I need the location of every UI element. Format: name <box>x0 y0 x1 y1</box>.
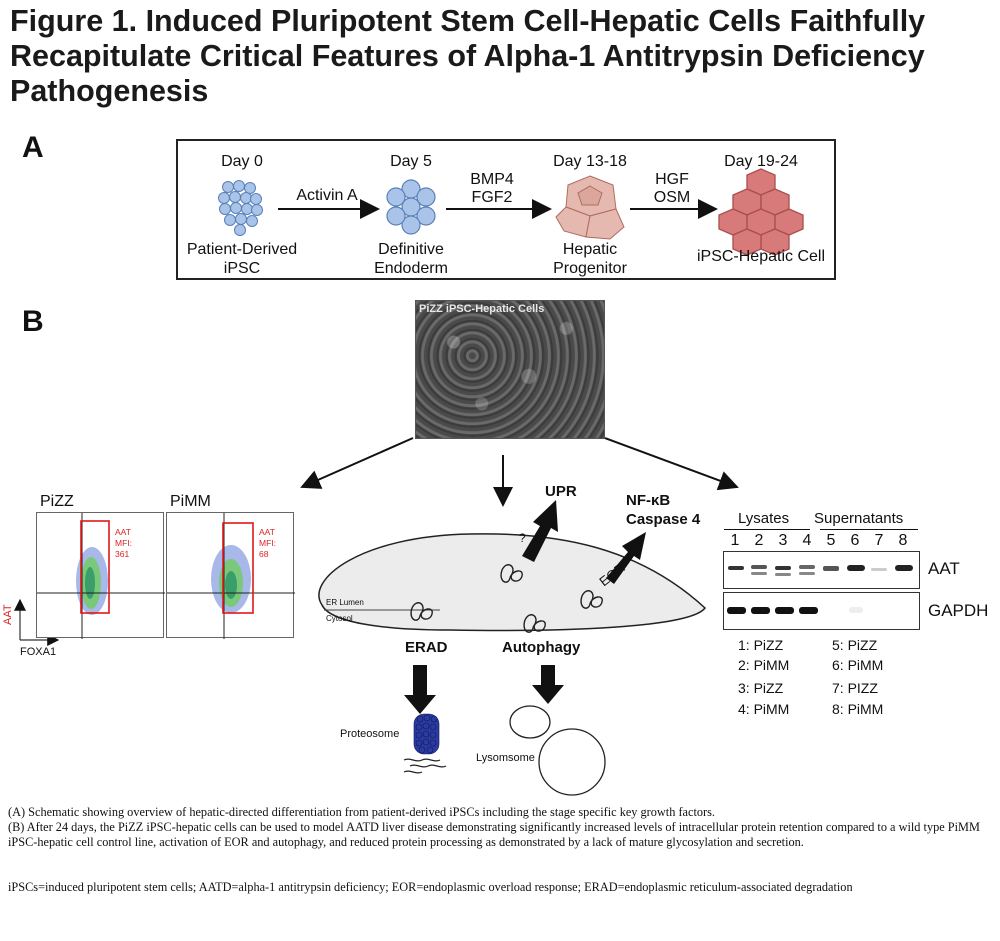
arrow-to-flow <box>300 437 414 489</box>
stage-day: Day 0 <box>221 153 263 170</box>
mfi-label: AAT <box>115 527 131 537</box>
factor-label: HGF <box>655 171 689 188</box>
nfkb-label: NF-κB <box>626 492 671 509</box>
micrograph: PiZZ iPSC-Hepatic Cells <box>415 300 605 439</box>
lane-number: 8 <box>898 532 908 549</box>
stage-label: Definitive <box>378 241 444 258</box>
blot-legend-item: 7: PIZZ <box>832 680 878 696</box>
panel-a-letter: A <box>22 131 44 164</box>
blot-legend-item: 1: PiZZ <box>738 637 784 653</box>
erad-arrow <box>404 665 436 714</box>
caption-b: (B) After 24 days, the PiZZ iPSC-hepatic… <box>8 820 980 849</box>
flow-title-pimm: PiMM <box>170 493 211 510</box>
supernatants-label: Supernatants <box>814 510 904 527</box>
blot-legend-item: 6: PiMM <box>832 657 884 673</box>
flow-density-pimm <box>167 513 295 639</box>
lane-numbers: 1 2 3 4 5 6 7 8 <box>723 532 923 550</box>
lane-number: 4 <box>802 532 812 549</box>
differentiation-schematic: Day 0 Patient-Derived iPSC Day 5 Definit… <box>176 139 836 280</box>
autophagy-label: Autophagy <box>502 639 581 656</box>
lane-number: 5 <box>826 532 836 549</box>
question-label: ? <box>519 531 526 545</box>
mfi-value: 361 <box>115 549 130 559</box>
er-lumen-label: ER Lumen <box>326 598 364 607</box>
factor-label: Activin A <box>296 187 358 204</box>
blot-legend-item: 8: PiMM <box>832 701 884 717</box>
flow-plot-pizz: AAT MFI: 361 <box>36 512 165 639</box>
stage-label: Patient-Derived <box>186 241 298 258</box>
stage-day: Day 13-18 <box>553 153 627 170</box>
blot-legend-item: 4: PiMM <box>738 701 790 717</box>
caption-abbreviations: iPSCs=induced pluripotent stem cells; AA… <box>8 880 853 894</box>
eor-arrow <box>606 532 646 584</box>
mfi-label: MFI: <box>259 538 276 548</box>
blot-legend-item: 3: PiZZ <box>738 680 784 696</box>
flow-x-axis-label: FOXA1 <box>20 646 57 658</box>
flow-plot-pimm: AAT MFI: 68 <box>166 512 295 639</box>
factor-label: FGF2 <box>471 189 513 206</box>
lane-number: 1 <box>730 532 740 549</box>
mfi-label: MFI: <box>115 538 132 548</box>
aat-blot-label: AAT <box>928 559 960 578</box>
aat-blot <box>723 551 920 589</box>
panel-b-letter: B <box>22 305 44 338</box>
aat-bands <box>728 565 913 576</box>
lysates-line <box>724 529 810 530</box>
stage-label: Progenitor <box>553 260 627 277</box>
lane-number: 3 <box>778 532 788 549</box>
flow-y-axis-label: AAT <box>2 604 14 625</box>
proteasome <box>413 713 440 755</box>
progenitor-cell-cluster <box>555 175 625 240</box>
mfi-label: AAT <box>259 527 275 537</box>
er-cell <box>318 533 707 632</box>
lane-number: 2 <box>754 532 764 549</box>
stage-day: Day 19-24 <box>724 153 798 170</box>
caption-a: (A) Schematic showing overview of hepati… <box>8 805 715 819</box>
stage-label: Endoderm <box>374 260 448 277</box>
upr-label: UPR <box>545 483 577 500</box>
gapdh-blot-label: GAPDH <box>928 601 989 620</box>
micrograph-label: PiZZ iPSC-Hepatic Cells <box>419 303 545 315</box>
autophagosome <box>509 705 551 739</box>
lane-number: 6 <box>850 532 860 549</box>
factor-label: BMP4 <box>470 171 514 188</box>
lane-number: 7 <box>874 532 884 549</box>
cytosol-label: Cytosol <box>326 614 353 623</box>
proteosome-label: Proteosome <box>340 728 400 740</box>
lysates-label: Lysates <box>738 510 790 527</box>
lysosome <box>538 728 606 796</box>
flow-density-pizz <box>37 513 165 639</box>
erad-label: ERAD <box>405 639 448 656</box>
mfi-value: 68 <box>259 549 269 559</box>
schematic-graphics <box>218 168 804 256</box>
upr-arrow <box>522 500 558 562</box>
degraded-peptides <box>403 758 447 774</box>
stage-day: Day 5 <box>390 153 432 170</box>
stage-label: Hepatic <box>562 241 618 258</box>
panel-b-graphics <box>14 437 739 796</box>
flow-title-pizz: PiZZ <box>40 493 74 510</box>
gapdh-blot <box>723 592 920 630</box>
gapdh-bands <box>727 607 863 614</box>
arrow-to-blot <box>604 437 739 491</box>
supernatants-line <box>820 529 918 530</box>
figure-title: Figure 1. Induced Pluripotent Stem Cell-… <box>10 4 926 108</box>
stage-label: iPSC-Hepatic Cell <box>696 248 826 265</box>
ipsc-cell-cluster <box>218 180 263 236</box>
stage-label: iPSC <box>223 260 261 277</box>
factor-label: OSM <box>653 189 691 206</box>
blot-legend-item: 5: PiZZ <box>832 637 878 653</box>
hepatic-cell-cluster <box>718 168 804 256</box>
blot-legend-item: 2: PiMM <box>738 657 790 673</box>
caspase-label: Caspase 4 <box>626 511 701 528</box>
lysosome-label: Lysomsome <box>476 752 535 764</box>
endoderm-cell-cluster <box>386 179 436 235</box>
autophagy-arrow <box>532 665 564 704</box>
